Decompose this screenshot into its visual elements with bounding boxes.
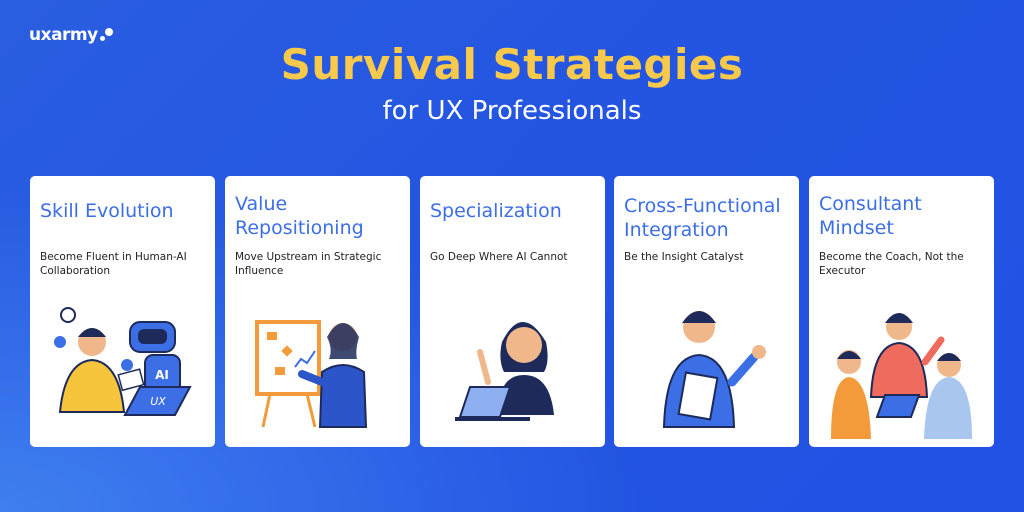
gear-icon	[121, 359, 133, 371]
page-title: Survival Strategies	[280, 40, 744, 89]
card-description: Be the Insight Catalyst	[624, 251, 744, 263]
laptop	[875, 394, 921, 418]
card-title: Value Repositioning	[235, 193, 364, 239]
card-cross-functional-integration: Cross-Functional Integration Be the Insi…	[614, 176, 799, 447]
card-consultant-mindset: Consultant Mindset Become the Coach, Not…	[809, 176, 994, 447]
clipboard	[677, 371, 719, 421]
card-title: Cross-Functional Integration	[624, 195, 781, 241]
lightbulb-icon	[60, 307, 76, 323]
logo-text: uxarmy	[29, 25, 98, 45]
laptop	[458, 386, 512, 418]
card-value-repositioning: Value Repositioning Move Upstream in Str…	[225, 176, 410, 447]
gear-icon	[54, 336, 66, 348]
logo-dots-icon	[99, 28, 113, 42]
page-subtitle: for UX Professionals	[382, 96, 642, 126]
card-title: Specialization	[430, 200, 562, 222]
card-specialization: Specialization Go Deep Where AI Cannot	[420, 176, 605, 447]
card-title: Consultant Mindset	[819, 193, 922, 239]
coaching-team-illustration	[831, 313, 972, 439]
card-description: Become Fluent in Human-AI Collaboration	[40, 251, 187, 277]
card-skill-evolution: Skill Evolution Become Fluent in Human-A…	[30, 176, 215, 447]
presentation-illustration	[255, 320, 368, 428]
ai-label: AI	[155, 368, 169, 382]
clipboard-presenter-illustration	[662, 311, 766, 428]
laptop	[123, 386, 192, 416]
card-title: Skill Evolution	[40, 200, 174, 222]
ux-label: UX	[150, 395, 166, 408]
focused-worker-illustration	[455, 322, 554, 421]
ai-collaboration-illustration: AI UX	[54, 307, 192, 416]
card-description: Move Upstream in Strategic Influence	[235, 251, 382, 277]
card-description: Go Deep Where AI Cannot	[430, 251, 568, 263]
brand-logo: uxarmy	[29, 25, 113, 45]
card-description: Become the Coach, Not the Executor	[819, 251, 964, 277]
